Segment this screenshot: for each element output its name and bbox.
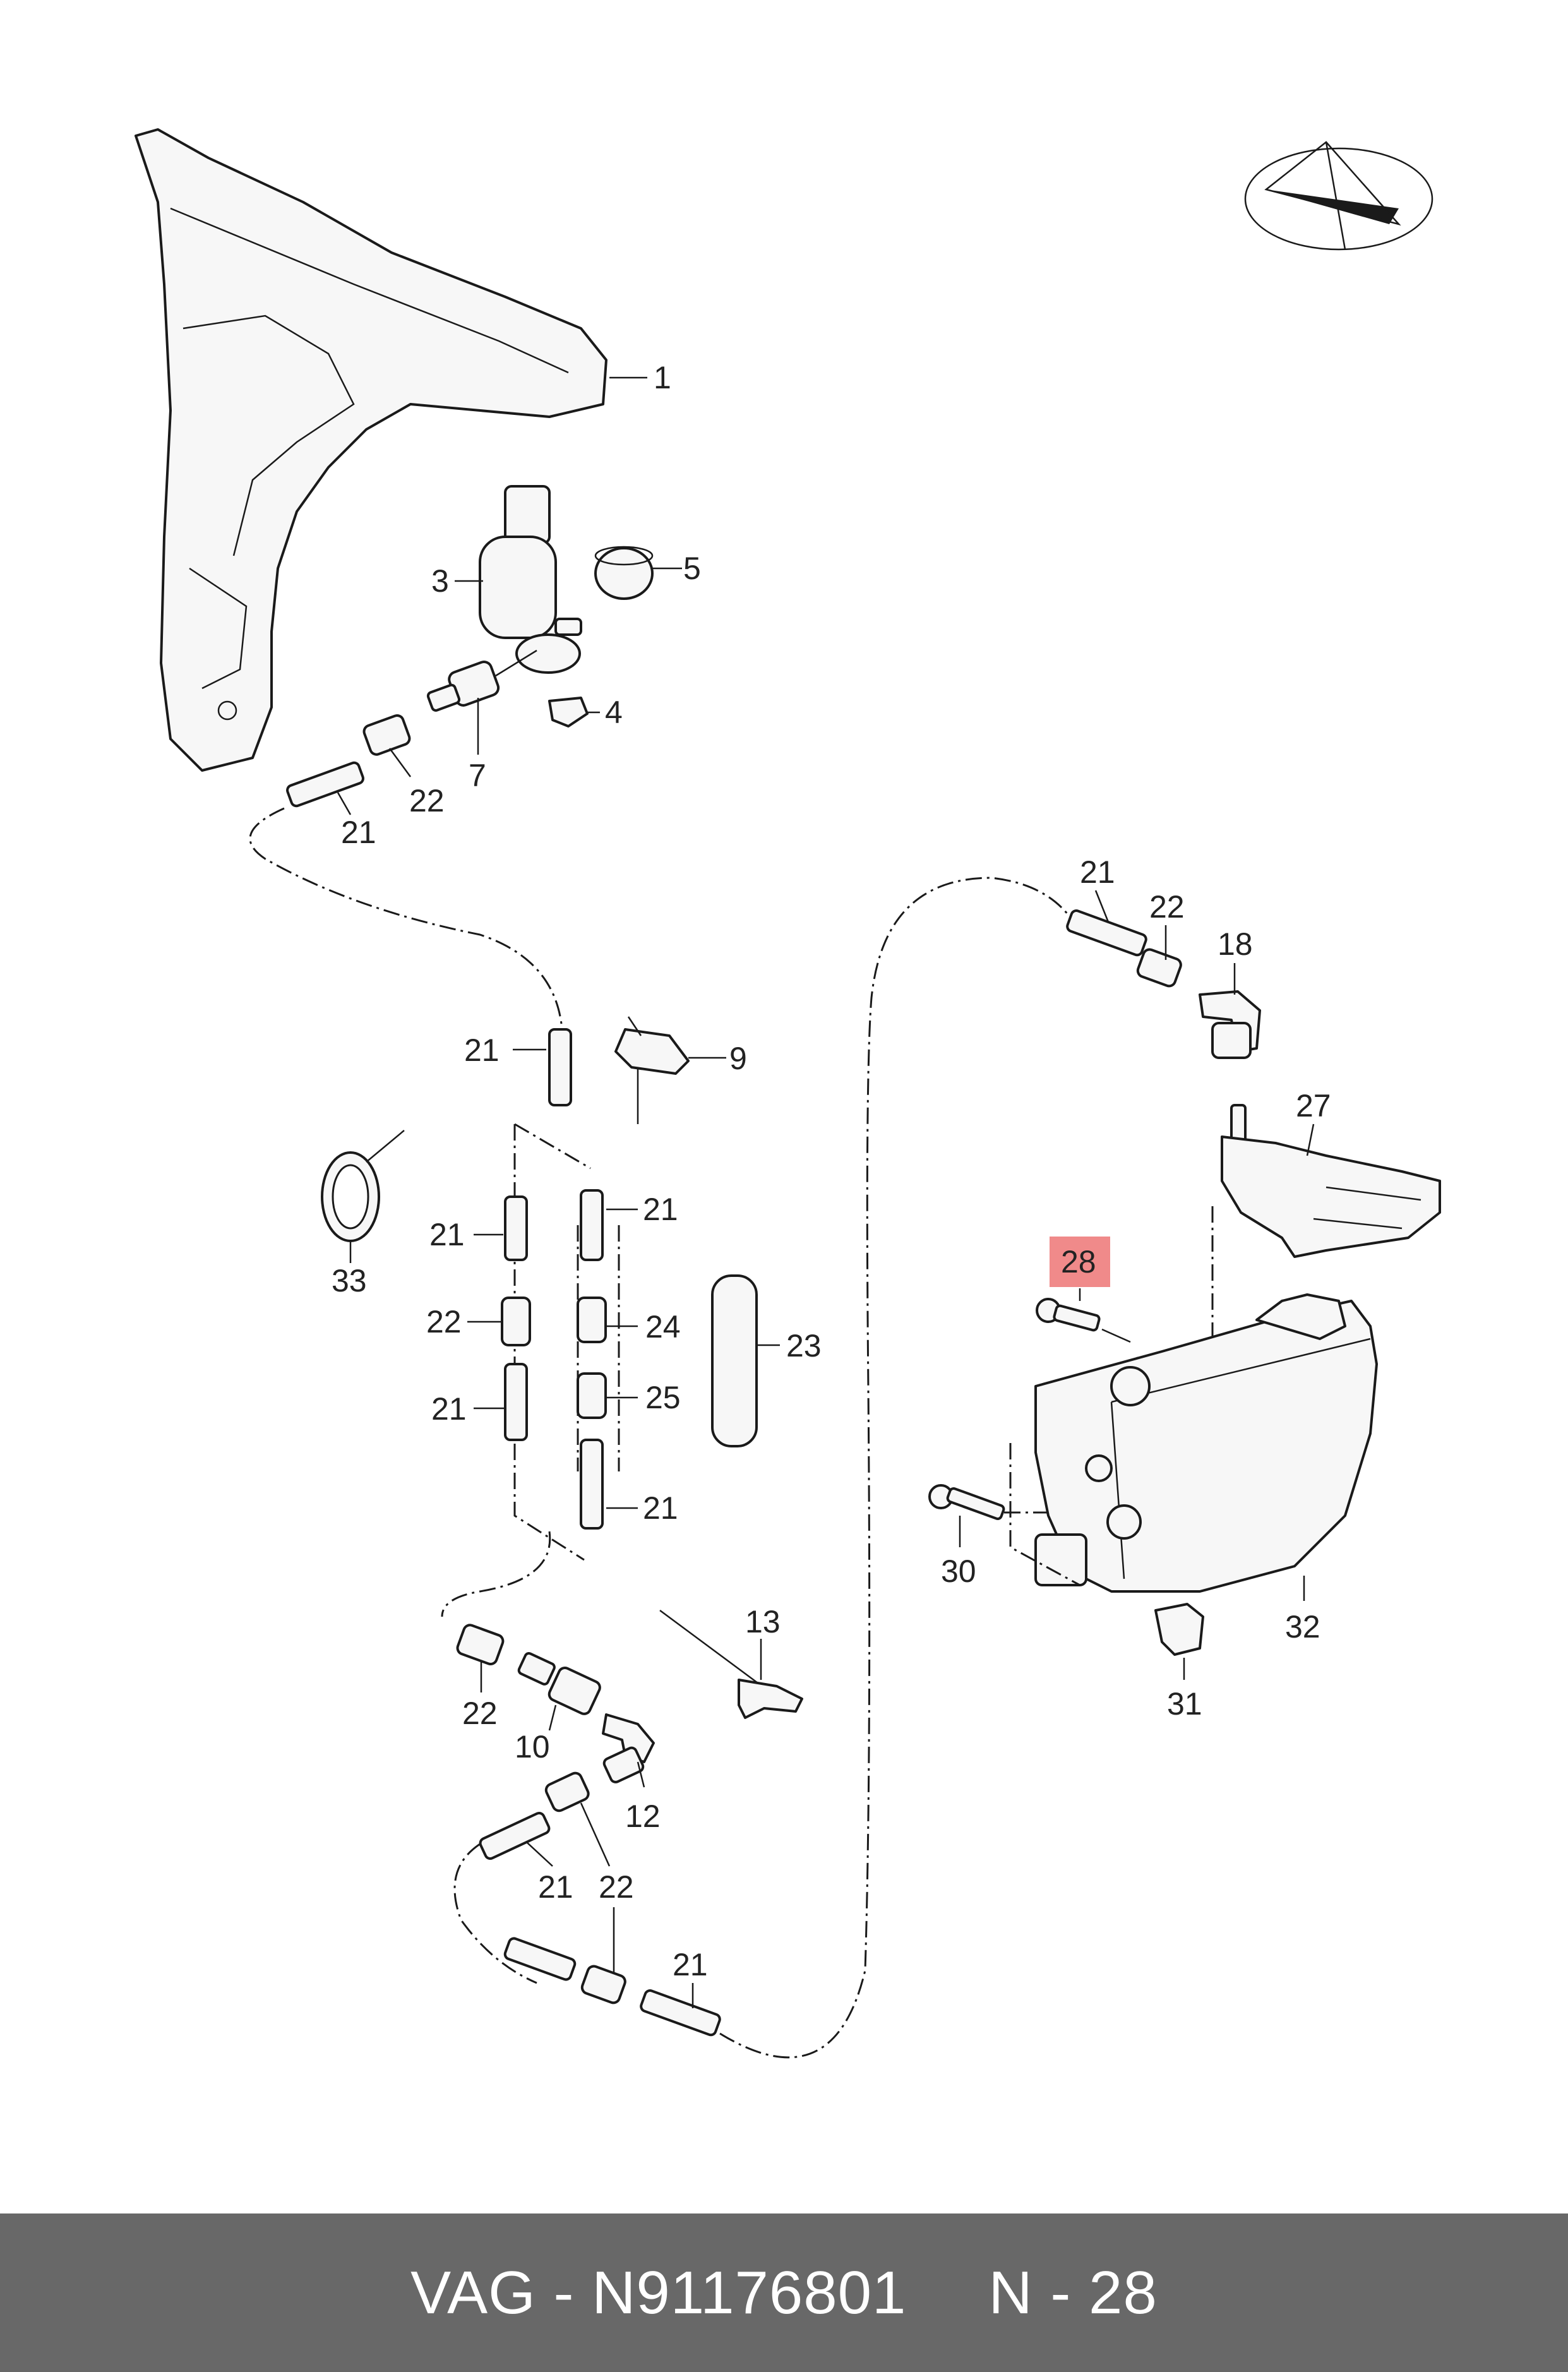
label-22-left: 22: [426, 1304, 462, 1339]
label-5: 5: [683, 551, 701, 586]
small-grommet: [548, 697, 589, 728]
label-23: 23: [786, 1328, 822, 1363]
label-21-right-top: 21: [1080, 854, 1115, 890]
mounting-lines: [1004, 1443, 1080, 1586]
label-22-lower: 22: [462, 1696, 498, 1731]
connector-25: [577, 1372, 607, 1419]
label-21-vertical-top: 21: [464, 1033, 500, 1068]
hose-route-lower: [441, 1531, 551, 1617]
label-21-bottom-a: 21: [538, 1869, 573, 1905]
clip-13: [659, 1609, 803, 1719]
label-21-right-lower: 21: [643, 1490, 678, 1526]
label-27: 27: [1296, 1088, 1331, 1123]
hose-21-bottom-b: [503, 1937, 577, 1981]
headlamp-housing-32: [1034, 1293, 1378, 1593]
label-1: 1: [654, 360, 671, 395]
part-number-footer: VAG - N91176801 N - 28: [0, 2213, 1568, 2372]
hose-21-top: [286, 761, 364, 808]
label-13: 13: [745, 1604, 781, 1639]
hose-route-left: [249, 807, 563, 1030]
hose-21-right-lower: [580, 1439, 604, 1530]
check-valve-7: [426, 649, 537, 712]
hose-route-right-box: [577, 1225, 620, 1471]
label-24: 24: [645, 1309, 681, 1345]
elbow-connector-12: [602, 1713, 655, 1783]
hose-21-bottom-a: [479, 1811, 551, 1860]
connector-22-lower: [456, 1624, 505, 1666]
hose-21-right-upper: [580, 1189, 604, 1261]
connector-22-left: [501, 1297, 531, 1346]
grommet: [594, 546, 654, 600]
cable-tie-33: [321, 1130, 405, 1242]
connector-24: [577, 1297, 607, 1343]
screw-30: [928, 1484, 1005, 1521]
screw-28: [1036, 1298, 1131, 1343]
label-10: 10: [515, 1729, 550, 1764]
label-3: 3: [431, 563, 449, 599]
hose-route-long: [453, 877, 1075, 2059]
label-33: 33: [332, 1263, 367, 1298]
hose-21-left-lower: [504, 1363, 528, 1441]
label-12: 12: [625, 1799, 661, 1834]
washer-reservoir: [135, 128, 607, 772]
connector-22-bottom-a: [544, 1771, 590, 1812]
brand-part-number: VAG - N91176801: [410, 2258, 907, 2327]
diagram-position: N - 28: [988, 2258, 1158, 2327]
orientation-compass-icon: [1244, 141, 1433, 251]
label-30: 30: [941, 1554, 976, 1589]
leader-lines: [337, 376, 1315, 2008]
protective-sleeve-23: [711, 1274, 758, 1447]
label-25: 25: [645, 1380, 681, 1415]
label-21-top: 21: [341, 815, 376, 850]
label-9: 9: [729, 1041, 747, 1076]
label-22-top: 22: [409, 783, 445, 818]
bracket-9: [614, 1016, 690, 1124]
connector-22-top: [362, 714, 411, 756]
connector-22-bottom-b: [580, 1965, 626, 2004]
label-22-right-top: 22: [1149, 889, 1185, 925]
hose-21-right-top: [1066, 909, 1147, 957]
label-21-bottom-c: 21: [673, 1947, 708, 1982]
connector-22-right-top: [1136, 948, 1182, 988]
hose-21-left-upper: [504, 1195, 528, 1261]
label-28: 28: [1061, 1244, 1096, 1279]
label-32: 32: [1285, 1609, 1320, 1644]
washer-pump: [479, 485, 582, 674]
washer-nozzle-27: [1221, 1104, 1441, 1258]
elbow-connector-18: [1199, 990, 1261, 1059]
clip-31: [1154, 1603, 1204, 1656]
label-18: 18: [1218, 926, 1253, 962]
label-7: 7: [469, 758, 486, 793]
label-22-bottom: 22: [599, 1869, 634, 1905]
hose-21-vertical-top: [548, 1028, 572, 1106]
label-4: 4: [605, 695, 623, 730]
label-21-right-upper: 21: [643, 1192, 678, 1227]
label-31: 31: [1167, 1686, 1202, 1722]
label-21-left-upper: 21: [429, 1217, 465, 1252]
label-21-left-lower: 21: [431, 1391, 467, 1427]
highlight-box-28: [1050, 1237, 1110, 1287]
parts-diagram: 1 3 5 4 7 22 21 9 21 21 21 22 24 23 25 2…: [135, 128, 1441, 2059]
hose-21-bottom-c: [640, 1989, 721, 2037]
check-valve-10: [517, 1652, 601, 1715]
